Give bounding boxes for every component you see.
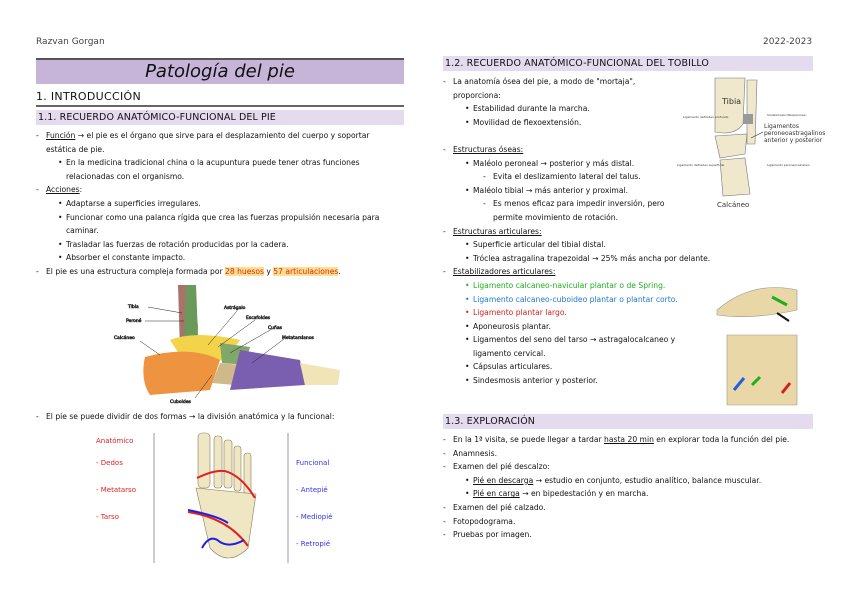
svg-text:Peroné: Peroné: [126, 317, 142, 324]
list-item-cont: caminar.: [66, 226, 99, 236]
list-item: Adaptarse a superficies irregulares.: [36, 197, 406, 211]
svg-text:Sindesmosis tibioperonea: Sindesmosis tibioperonea: [767, 113, 806, 117]
subsection-heading: 1.3. EXPLORACIÓN: [443, 414, 813, 429]
list-item: Estabilidad durante la marcha.: [443, 102, 703, 116]
page-title: Patología del pie: [36, 58, 404, 84]
label-funcional: Funcional: [296, 459, 330, 467]
svg-text:Tibia: Tibia: [127, 304, 139, 310]
list-item-cont: relacionadas con el organismo.: [66, 171, 185, 181]
svg-text:Calcáneo: Calcáneo: [114, 334, 135, 341]
label-anatomico: Anatómico: [96, 437, 134, 445]
svg-text:Cuñas: Cuñas: [268, 325, 283, 331]
list-item: Movilidad de flexoextensión.: [443, 116, 703, 130]
ligament-label-peroneoastragalinos: Ligamentos peroneoastragalinos anterior …: [764, 123, 826, 144]
year: 2022-2023: [763, 37, 813, 47]
subsection-heading: 1.1. RECUERDO ANATÓMICO-FUNCIONAL DEL PI…: [36, 110, 404, 125]
list-item: En la 1ª visita, se puede llegar a tarda…: [443, 433, 813, 447]
foot-division-figure: Anatómico - Dedos - Metatarso - Tarso Fu…: [96, 428, 336, 568]
svg-text:Calcáneo: Calcáneo: [717, 201, 749, 209]
section-1-3-text: En la 1ª visita, se puede llegar a tarda…: [443, 433, 813, 542]
section-1-1-text: Función → el pie es el órgano que sirve …: [36, 129, 406, 279]
subsection-heading: 1.2. RECUERDO ANATÓMICO-FUNCIONAL DEL TO…: [443, 56, 813, 71]
foot-ligaments-figure: [716, 287, 798, 406]
list-item: Estructuras óseas:: [443, 143, 703, 157]
list-item: Trasladar las fuerzas de rotación produc…: [36, 238, 406, 252]
list-item: Absorber el constante impacto.: [36, 251, 406, 265]
foot-lateral-figure: Tibia Peroné Calcáneo Astrágalo Escafoid…: [114, 285, 340, 405]
section-heading: 1. INTRODUCCIÓN: [36, 90, 404, 107]
svg-text:Tibia: Tibia: [721, 97, 741, 106]
list-item-cont: estática de pie.: [46, 144, 105, 154]
list-item: El pie es una estructura compleja formad…: [36, 265, 406, 279]
ankle-figure: Tibia Calcáneo Ligamento deltoideo profu…: [677, 77, 810, 209]
svg-text:Cuboides: Cuboides: [170, 399, 191, 405]
svg-text:Astrágalo: Astrágalo: [224, 304, 246, 311]
list-item: Funcionar como una palanca rígida que cr…: [36, 211, 406, 225]
foot-dorsal-image: [153, 432, 289, 563]
list-item: Función → el pie es el órgano que sirve …: [36, 129, 406, 143]
section-1-2-text: La anatomía ósea del pie, a modo de "mor…: [443, 75, 710, 388]
list-item: Estabilizadores articulares:: [443, 265, 703, 279]
author: Razvan Gorgan: [36, 37, 105, 47]
svg-text:Ligamento deltoideo superficia: Ligamento deltoideo superficial: [677, 163, 725, 167]
list-item: La anatomía ósea del pie, a modo de "mor…: [443, 75, 703, 89]
division-line: El pie se puede dividir de dos formas → …: [36, 410, 334, 424]
list-item: En la medicina tradicional china o la ac…: [36, 156, 406, 170]
list-item: Acciones:: [36, 183, 406, 197]
svg-text:Ligamento peroneocalcáneo: Ligamento peroneocalcáneo: [767, 163, 810, 167]
svg-text:Metatarsianos: Metatarsianos: [282, 335, 315, 341]
svg-text:Escafoides: Escafoides: [246, 315, 271, 321]
svg-text:Ligamento deltoideo profundo: Ligamento deltoideo profundo: [683, 115, 729, 119]
list-item: Estructuras articulares:: [443, 225, 703, 239]
